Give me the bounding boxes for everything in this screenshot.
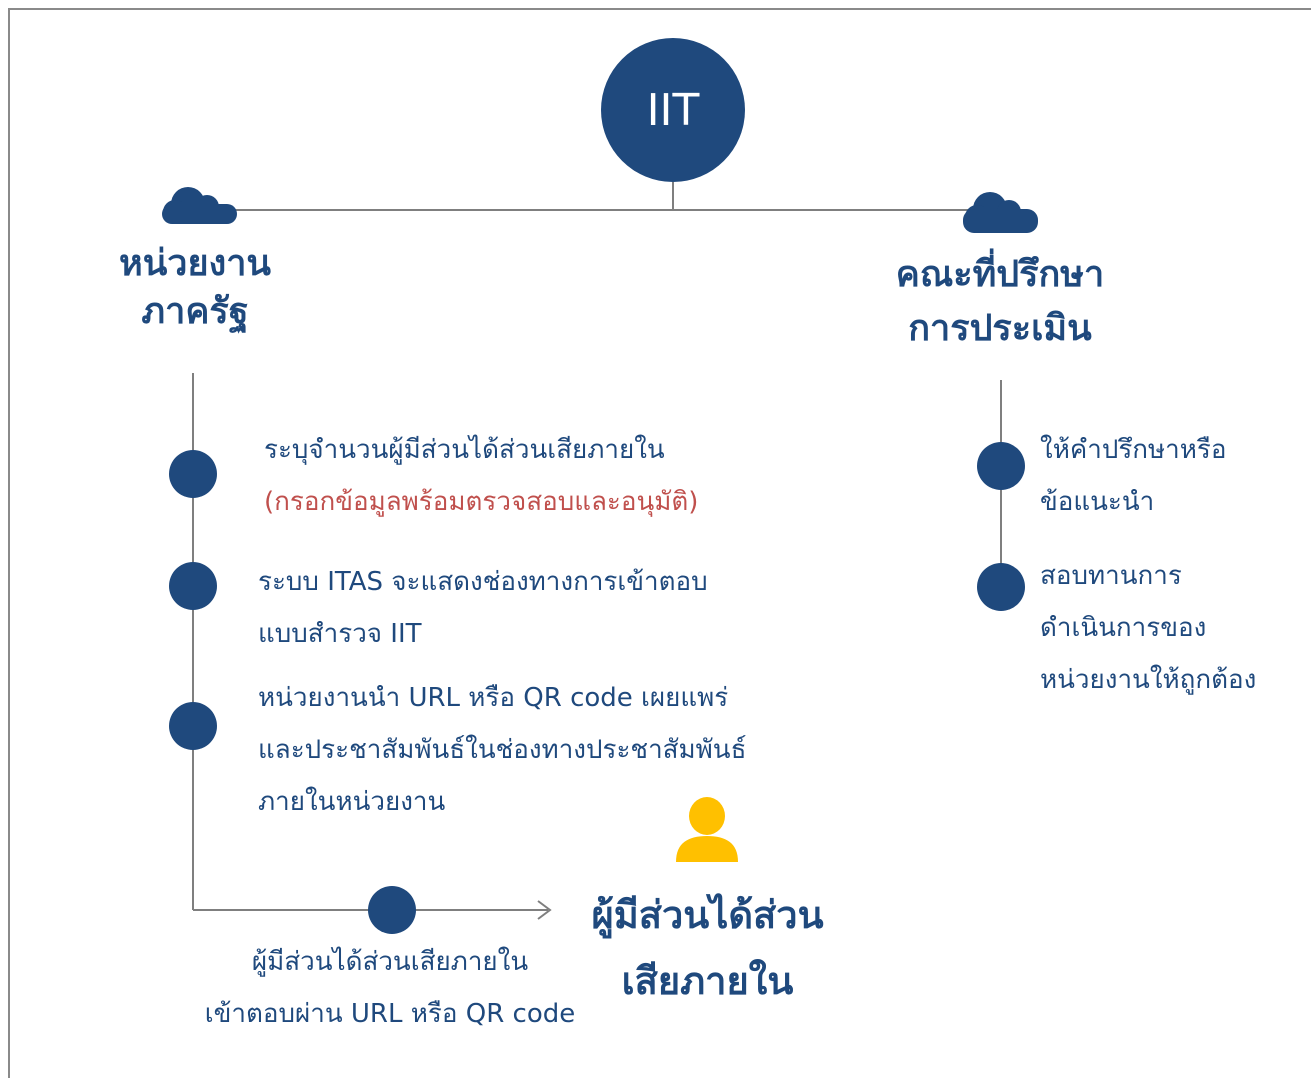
right-step-2-line1: สอบทานการ bbox=[1040, 561, 1182, 591]
left-step-3-text: หน่วยงานนำ URL หรือ QR code เผยแพร่ และป… bbox=[258, 672, 746, 828]
left-step-2-line2: แบบสำรวจ IIT bbox=[258, 619, 422, 649]
left-step-2-dot bbox=[169, 562, 217, 610]
iit-label: IIT bbox=[646, 84, 700, 136]
final-step-line2: เข้าตอบผ่าน URL หรือ QR code bbox=[204, 999, 576, 1029]
final-step-dot bbox=[368, 886, 416, 934]
cloud-icon bbox=[162, 187, 237, 224]
right-branch-title: คณะที่ปรึกษา การประเมิน bbox=[870, 248, 1130, 356]
left-step-1-line1: ระบุจำนวนผู้มีส่วนได้ส่วนเสียภายใน bbox=[264, 435, 665, 465]
left-step-3-line3: ภายในหน่วยงาน bbox=[258, 787, 446, 817]
person-icon bbox=[676, 797, 738, 862]
left-step-1-dot bbox=[169, 450, 217, 498]
final-step-text: ผู้มีส่วนได้ส่วนเสียภายใน เข้าตอบผ่าน UR… bbox=[190, 936, 590, 1040]
left-step-3-dot bbox=[169, 702, 217, 750]
right-step-2-line2: ดำเนินการของ bbox=[1040, 613, 1207, 643]
target-title-line2: เสียภายใน bbox=[621, 959, 794, 1003]
target-title-line1: ผู้มีส่วนได้ส่วน bbox=[591, 893, 824, 937]
left-step-1-text: ระบุจำนวนผู้มีส่วนได้ส่วนเสียภายใน (กรอก… bbox=[264, 424, 698, 528]
right-step-1-text: ให้คำปรึกษาหรือ ข้อแนะนำ bbox=[1040, 424, 1227, 528]
right-step-1-line2: ข้อแนะนำ bbox=[1040, 487, 1155, 517]
right-step-1-dot bbox=[977, 442, 1025, 490]
left-branch-title: หน่วยงาน ภาครัฐ bbox=[90, 240, 300, 336]
right-title-line1: คณะที่ปรึกษา bbox=[895, 254, 1105, 295]
left-title-line1: หน่วยงาน bbox=[118, 243, 272, 284]
left-step-2-line1: ระบบ ITAS จะแสดงช่องทางการเข้าตอบ bbox=[258, 567, 708, 597]
final-step-line1: ผู้มีส่วนได้ส่วนเสียภายใน bbox=[251, 947, 529, 977]
left-step-2-text: ระบบ ITAS จะแสดงช่องทางการเข้าตอบ แบบสำร… bbox=[258, 556, 708, 660]
cloud-icon bbox=[963, 192, 1038, 233]
right-step-2-text: สอบทานการ ดำเนินการของ หน่วยงานให้ถูกต้อ… bbox=[1040, 550, 1256, 706]
iit-node: IIT bbox=[601, 38, 745, 182]
left-step-1-note: (กรอกข้อมูลพร้อมตรวจสอบและอนุมัติ) bbox=[264, 487, 699, 517]
left-step-3-line2: และประชาสัมพันธ์ในช่องทางประชาสัมพันธ์ bbox=[258, 735, 747, 765]
right-step-1-line1: ให้คำปรึกษาหรือ bbox=[1040, 435, 1227, 465]
arrow-head bbox=[537, 900, 552, 920]
target-title: ผู้มีส่วนได้ส่วน เสียภายใน bbox=[570, 882, 845, 1014]
right-step-2-dot bbox=[977, 563, 1025, 611]
left-step-3-line1: หน่วยงานนำ URL หรือ QR code เผยแพร่ bbox=[258, 683, 729, 713]
diagram-frame bbox=[8, 8, 1311, 1078]
right-step-2-line3: หน่วยงานให้ถูกต้อง bbox=[1040, 665, 1257, 695]
left-title-line2: ภาครัฐ bbox=[141, 291, 249, 332]
right-title-line2: การประเมิน bbox=[908, 308, 1092, 349]
